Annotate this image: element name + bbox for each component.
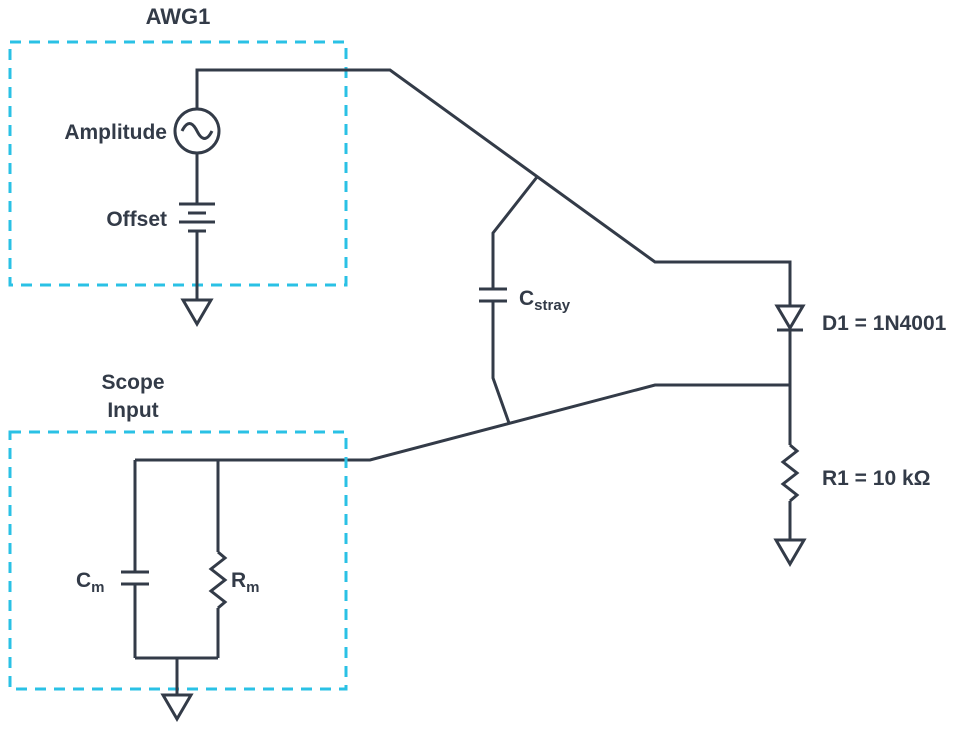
- cm-label: Cm: [76, 569, 105, 596]
- diode-section: D1 = 1N4001: [774, 304, 947, 335]
- scope-section: Scope Input Cm Rm: [8, 371, 348, 722]
- cstray-label-sub: stray: [534, 297, 571, 314]
- offset-label: Offset: [106, 208, 167, 231]
- r1-section: R1 = 10 kΩ: [773, 443, 931, 567]
- cm-capacitor-icon: [121, 570, 149, 586]
- rm-resistor-icon: [208, 550, 228, 610]
- cstray-capacitor-icon: [479, 287, 507, 303]
- cstray-upper-wire: [491, 176, 539, 289]
- rm-label: Rm: [231, 569, 260, 596]
- scope-title-line2: Input: [107, 399, 158, 422]
- scope-title-line1: Scope: [101, 371, 164, 394]
- awg1-section: AWG1 Amplitude Offset: [8, 4, 348, 327]
- amplitude-label: Amplitude: [64, 121, 167, 144]
- awg1-title: AWG1: [146, 4, 211, 29]
- cstray-section: Cstray: [479, 176, 571, 424]
- scope-dashed-box: [8, 430, 348, 691]
- cm-label-main: C: [76, 569, 91, 592]
- top-signal-wire: [195, 68, 792, 306]
- cstray-label-main: C: [519, 287, 534, 310]
- cm-label-sub: m: [91, 579, 104, 596]
- r1-label: R1 = 10 kΩ: [822, 467, 931, 490]
- d1-label: D1 = 1N4001: [822, 312, 947, 335]
- ground-icon: [773, 538, 807, 567]
- r1-resistor-icon: [780, 443, 800, 503]
- sine-source-icon: [173, 107, 221, 155]
- battery-icon: [179, 202, 215, 233]
- rm-label-main: R: [231, 569, 246, 592]
- ground-icon: [160, 693, 194, 722]
- awg1-dashed-box: [8, 40, 348, 287]
- diode-icon: [774, 304, 806, 332]
- lower-signal-wire: [135, 383, 790, 462]
- ground-icon: [180, 298, 214, 327]
- cstray-label: Cstray: [519, 287, 571, 314]
- cstray-lower-wire: [491, 301, 511, 424]
- rm-label-sub: m: [246, 579, 259, 596]
